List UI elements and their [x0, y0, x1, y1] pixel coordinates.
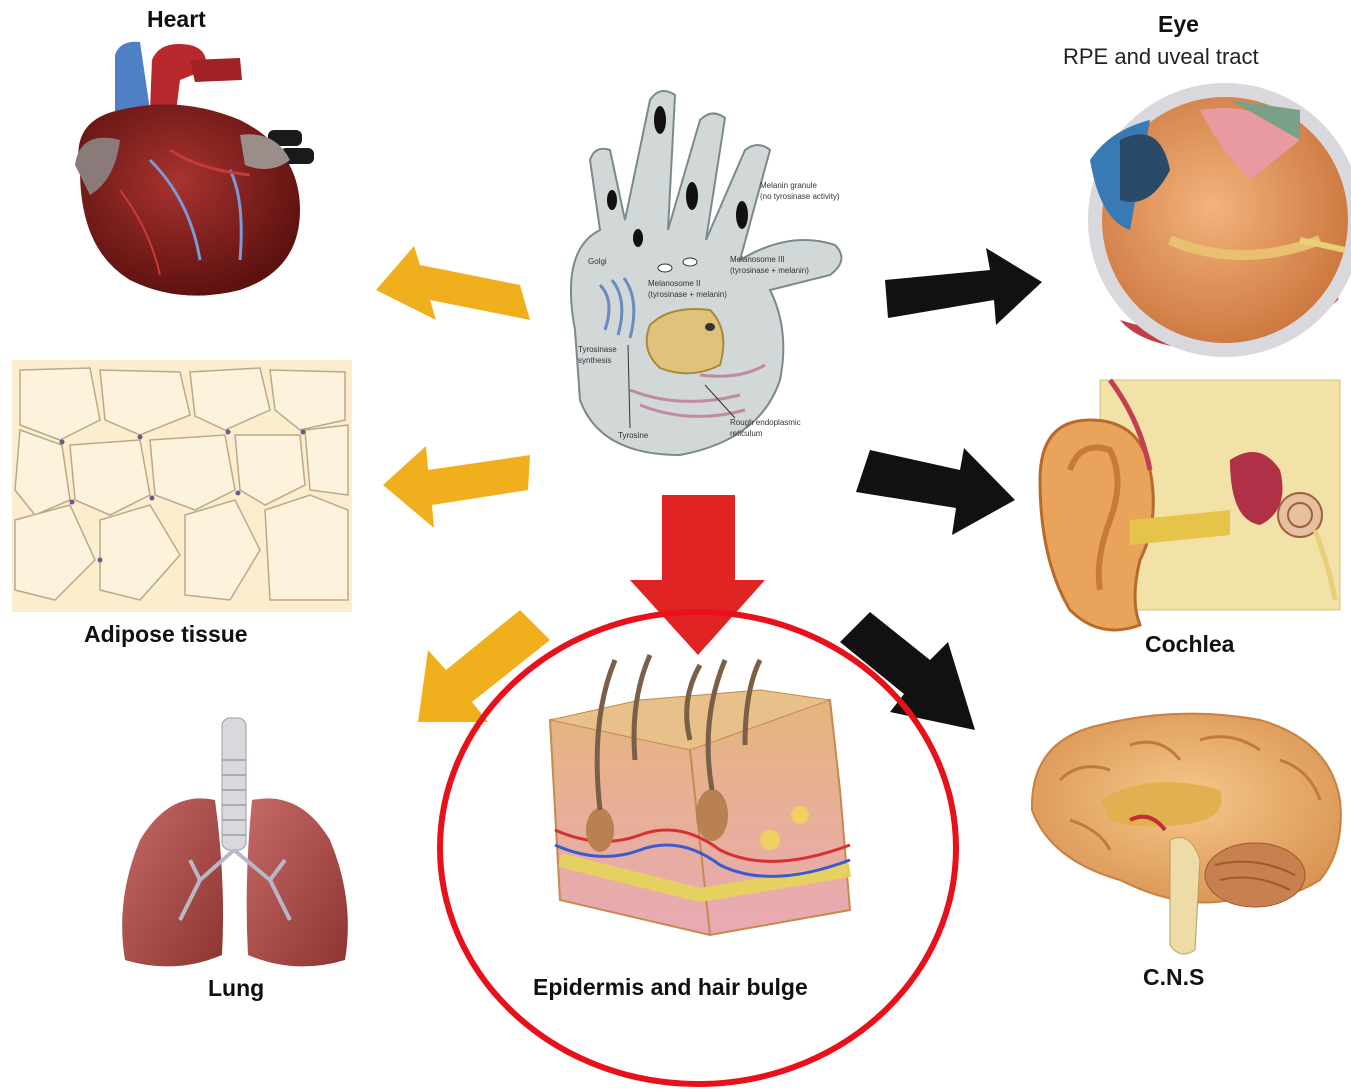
arrow-to-cochlea: [856, 448, 1015, 535]
arrow-to-adipose: [383, 446, 530, 528]
label-eye-subtitle: RPE and uveal tract: [1063, 44, 1259, 70]
skin-illustration: [550, 655, 850, 935]
cell-label-melanosome-2-note: (tyrosinase + melanin): [648, 290, 727, 299]
label-eye: Eye: [1158, 11, 1199, 38]
label-heart: Heart: [147, 6, 206, 33]
cell-label-tyrosine: Tyrosine: [618, 431, 649, 440]
cell-label-melanin-granule: Melanin granule: [760, 181, 817, 190]
cell-label-rough-er: Rough endoplasmic: [730, 418, 801, 427]
label-lung: Lung: [208, 975, 264, 1002]
cell-label-melanosome-3-note: (tyrosinase + melanin): [730, 266, 809, 275]
arrow-to-heart: [376, 246, 530, 320]
eye-illustration: [1090, 90, 1351, 350]
cell-label-rough-er-2: reticulum: [730, 429, 763, 438]
black-arrows: [840, 248, 1042, 730]
cochlea-illustration: [1040, 380, 1340, 630]
adipose-illustration: [12, 360, 352, 612]
cell-label-synthesis: synthesis: [578, 356, 611, 365]
lung-illustration: [122, 718, 348, 966]
heart-illustration: [75, 42, 314, 296]
cell-label-golgi: Golgi: [588, 257, 607, 266]
cell-label-melanin-granule-note: (no tyrosinase activity): [760, 192, 840, 201]
cell-label-melanosome-2: Melanosome II: [648, 279, 700, 288]
arrow-to-eye: [885, 248, 1042, 325]
arrow-to-epidermis: [630, 495, 765, 655]
label-cochlea: Cochlea: [1145, 631, 1234, 658]
label-epidermis: Epidermis and hair bulge: [533, 974, 808, 1001]
cell-label-tyrosinase: Tyrosinase: [578, 345, 617, 354]
brain-illustration: [1032, 714, 1341, 954]
label-adipose-tissue: Adipose tissue: [84, 621, 248, 648]
yellow-arrows: [376, 246, 550, 722]
melanocyte-cell: Melanin granule (no tyrosinase activity)…: [571, 91, 842, 455]
label-cns: C.N.S: [1143, 964, 1204, 991]
cell-label-melanosome-3: Melanosome III: [730, 255, 785, 264]
